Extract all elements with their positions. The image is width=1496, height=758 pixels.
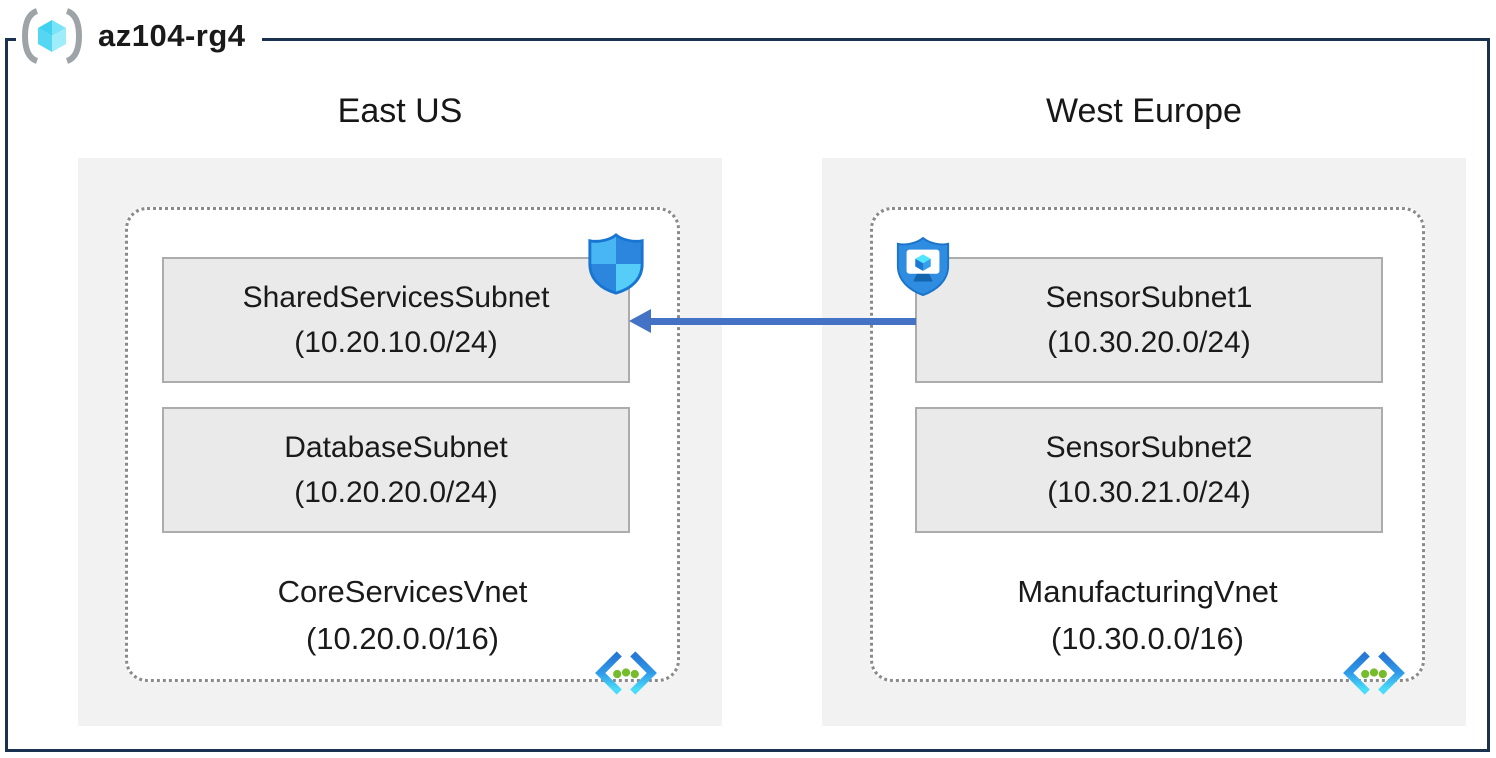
peering-arrow-line — [648, 318, 916, 325]
region-name-west-europe: West Europe — [1046, 92, 1242, 130]
nsg-shield-icon — [585, 232, 647, 296]
asg-shield-icon — [894, 236, 952, 298]
subnet-cidr: (10.20.10.0/24) — [294, 326, 498, 359]
subnet-name: SharedServicesSubnet — [242, 281, 550, 314]
subnet-databasesubnet: DatabaseSubnet (10.20.20.0/24) — [162, 407, 630, 533]
vnet-label-manufacturingvnet: ManufacturingVnet (10.30.0.0/16) — [870, 568, 1425, 662]
subnet-cidr: (10.20.20.0/24) — [294, 476, 498, 509]
subnet-name: SensorSubnet1 — [1045, 281, 1253, 314]
subnet-cidr: (10.30.21.0/24) — [1047, 476, 1251, 509]
vnet-label-coreservicesvnet: CoreServicesVnet (10.20.0.0/16) — [125, 568, 680, 662]
resource-group-name: az104-rg4 — [98, 18, 246, 53]
resource-group-title: az104-rg4 — [16, 8, 262, 64]
subnet-name: DatabaseSubnet — [284, 431, 508, 464]
resource-group-icon — [20, 8, 84, 64]
region-name-east-us: East US — [337, 92, 463, 130]
virtual-network-icon — [594, 650, 658, 696]
vnet-name: CoreServicesVnet — [277, 574, 528, 609]
vnet-name: ManufacturingVnet — [1017, 574, 1278, 609]
vnet-cidr: (10.30.0.0/16) — [1050, 621, 1245, 656]
virtual-network-icon — [1342, 650, 1406, 696]
subnet-name: SensorSubnet2 — [1045, 431, 1253, 464]
peering-arrow-head-icon — [629, 309, 651, 333]
subnet-sensorsubnet2: SensorSubnet2 (10.30.21.0/24) — [915, 407, 1383, 533]
resource-group-frame — [5, 38, 1490, 752]
vnet-cidr: (10.20.0.0/16) — [305, 621, 500, 656]
subnet-sensorsubnet1: SensorSubnet1 (10.30.20.0/24) — [915, 257, 1383, 383]
subnet-sharedservicessubnet: SharedServicesSubnet (10.20.10.0/24) — [162, 257, 630, 383]
subnet-cidr: (10.30.20.0/24) — [1047, 326, 1251, 359]
